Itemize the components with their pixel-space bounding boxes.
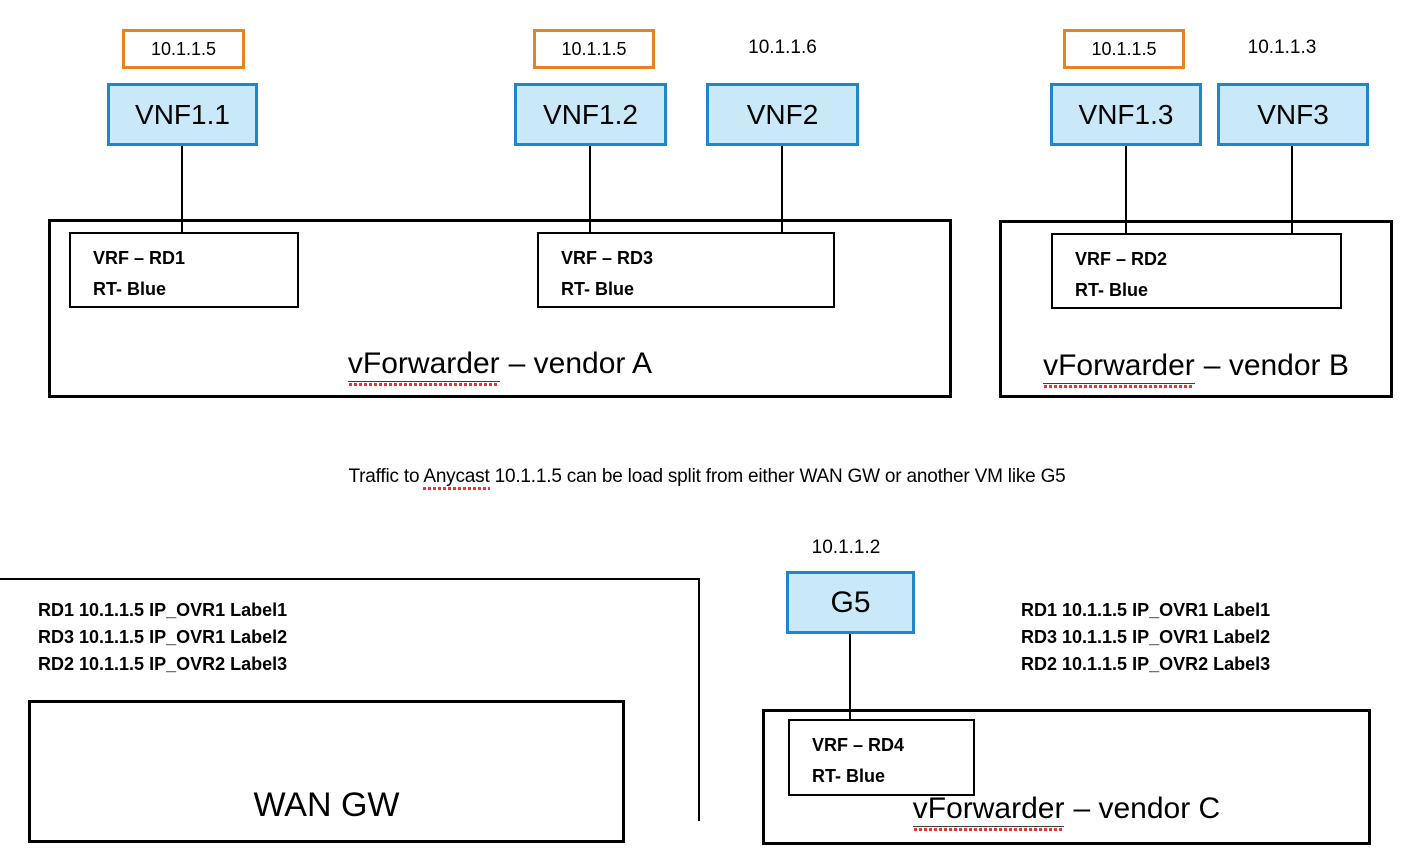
vforwarder-a-box	[48, 219, 952, 398]
vrf-rd1-box: VRF – RD1 RT- Blue	[69, 232, 299, 308]
anycast-ip-vnf12: 10.1.1.5	[561, 38, 627, 59]
route-line: RD2 10.1.1.5 IP_OVR2 Label3	[38, 654, 288, 674]
connector-vnf12-vrf-rd3	[589, 146, 591, 234]
route-line: RD3 10.1.1.5 IP_OVR1 Label2	[38, 627, 288, 647]
node-vnf11-label: VNF1.1	[135, 98, 230, 130]
ip-label-vnf3: 10.1.1.3	[1247, 37, 1317, 58]
vforwarder-b-vendor: – vendor B	[1203, 349, 1349, 382]
route-line: RD1 10.1.1.5 IP_OVR1 Label1	[38, 600, 288, 620]
vforwarder-c-vendor: – vendor C	[1073, 792, 1221, 825]
vrf-rd1-line2: RT- Blue	[93, 279, 167, 299]
node-vnf3-label: VNF3	[1257, 98, 1329, 130]
vforwarder-c-title: vForwarder– vendor C	[762, 792, 1371, 827]
ip-label-vnf2: 10.1.1.6	[748, 37, 817, 58]
caption: Traffic to Anycast 10.1.1.5 can be load …	[252, 466, 1162, 488]
connector-vnf2-vrf-rd3	[781, 146, 783, 234]
vforwarder-a-word: vForwarder	[347, 347, 500, 382]
wan-gw-box	[28, 700, 625, 843]
node-g5: G5	[786, 571, 915, 634]
connector-vnf3-vrf-rd2	[1291, 146, 1293, 235]
node-vnf12-label: VNF1.2	[543, 98, 638, 130]
node-g5-label: G5	[830, 585, 871, 619]
vrf-rd4-box: VRF – RD4 RT- Blue	[788, 719, 975, 796]
wan-domain-border-right	[698, 578, 700, 821]
vrf-rd2-line2: RT- Blue	[1075, 280, 1149, 300]
route-line: RD2 10.1.1.5 IP_OVR2 Label3	[1021, 654, 1271, 674]
vrf-rd4-line2: RT- Blue	[812, 766, 886, 786]
connector-vnf13-vrf-rd2	[1125, 146, 1127, 235]
anycast-ip-box-vnf12: 10.1.1.5	[533, 29, 655, 69]
vrf-rd2-box: VRF – RD2 RT- Blue	[1051, 233, 1342, 309]
connector-vnf11-vrf-rd1	[181, 146, 183, 234]
anycast-ip-box-vnf13: 10.1.1.5	[1063, 29, 1185, 69]
caption-pre: Traffic to	[348, 466, 424, 487]
route-table-g5: RD1 10.1.1.5 IP_OVR1 Label1 RD3 10.1.1.5…	[1021, 597, 1270, 678]
vforwarder-c-word: vForwarder	[912, 792, 1065, 827]
vforwarder-b-title: vForwarder– vendor B	[999, 349, 1393, 384]
node-vnf3: VNF3	[1217, 83, 1369, 146]
route-line: RD1 10.1.1.5 IP_OVR1 Label1	[1021, 600, 1271, 620]
vforwarder-a-title: vForwarder– vendor A	[48, 347, 952, 382]
node-vnf12: VNF1.2	[514, 83, 667, 146]
caption-anycast: Anycast	[423, 466, 490, 487]
route-table-wan-gw: RD1 10.1.1.5 IP_OVR1 Label1 RD3 10.1.1.5…	[38, 597, 287, 678]
vrf-rd3-box: VRF – RD3 RT- Blue	[537, 232, 835, 308]
vforwarder-c-box	[762, 709, 1371, 845]
route-line: RD3 10.1.1.5 IP_OVR1 Label2	[1021, 627, 1271, 647]
anycast-ip-vnf13: 10.1.1.5	[1091, 38, 1157, 59]
node-vnf11: VNF1.1	[107, 83, 258, 146]
anycast-ip-vnf11: 10.1.1.5	[150, 38, 217, 59]
node-vnf13: VNF1.3	[1050, 83, 1202, 146]
vrf-rd2-line1: VRF – RD2	[1075, 249, 1168, 269]
vforwarder-b-box	[999, 220, 1393, 398]
node-vnf2: VNF2	[706, 83, 859, 146]
vforwarder-a-vendor: – vendor A	[508, 347, 653, 380]
node-vnf2-label: VNF2	[746, 98, 819, 130]
wan-domain-border-top	[0, 578, 700, 580]
caption-post: 10.1.1.5 can be load split from either W…	[489, 466, 1066, 487]
node-vnf13-label: VNF1.3	[1078, 98, 1174, 130]
vrf-rd3-line1: VRF – RD3	[561, 248, 654, 268]
ip-label-g5: 10.1.1.2	[811, 537, 881, 558]
vrf-rd1-line1: VRF – RD1	[93, 248, 186, 268]
vforwarder-b-word: vForwarder	[1043, 349, 1195, 384]
vrf-rd4-line1: VRF – RD4	[812, 735, 905, 755]
anycast-ip-box-vnf11: 10.1.1.5	[122, 29, 245, 69]
vrf-rd3-line2: RT- Blue	[561, 279, 635, 299]
wan-gw-label: WAN GW	[253, 786, 400, 824]
connector-g5-vrf-rd4	[849, 634, 851, 722]
